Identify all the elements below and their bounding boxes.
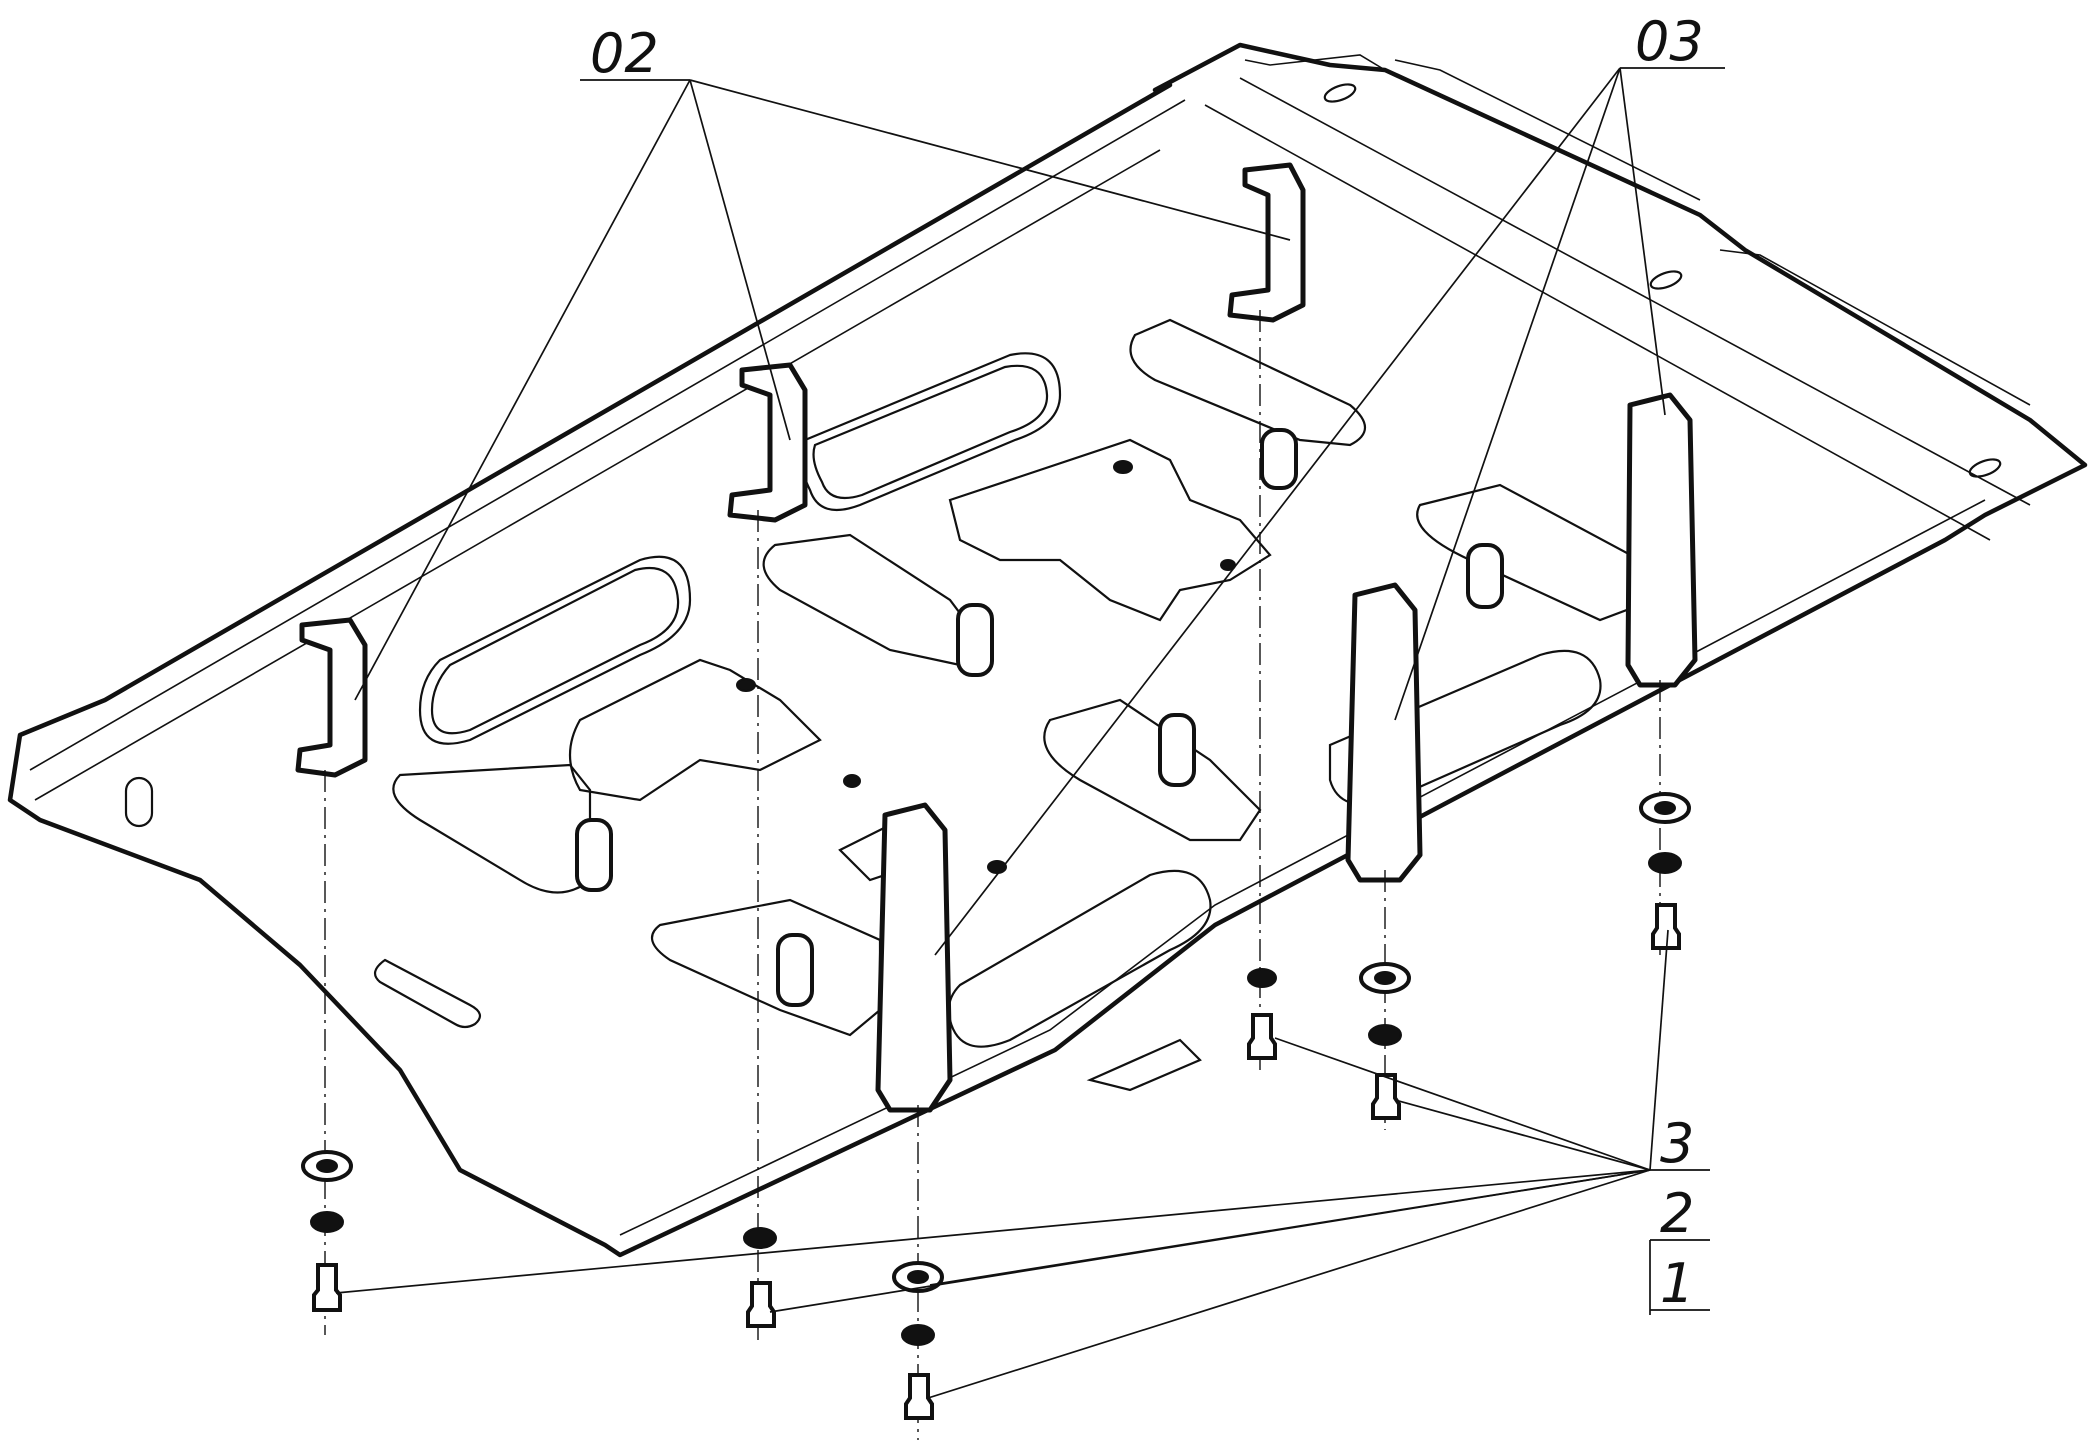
callout-02: 02 bbox=[590, 22, 659, 85]
brackets-02 bbox=[295, 162, 1306, 778]
leader-lines-02 bbox=[354, 79, 1291, 701]
relief-slots bbox=[392, 318, 1642, 1092]
brackets-03 bbox=[875, 392, 1698, 1113]
flange-holes bbox=[124, 83, 2002, 1029]
callout-03: 03 bbox=[1635, 10, 1704, 73]
callout-item-2: 2 bbox=[1660, 1182, 1694, 1245]
axis-lines bbox=[324, 310, 1661, 1440]
pegs bbox=[575, 428, 1504, 1007]
fasteners bbox=[301, 792, 1691, 1420]
leader-lines-123 bbox=[335, 929, 1710, 1399]
callout-item-3: 3 bbox=[1660, 1112, 1694, 1175]
callout-item-1: 1 bbox=[1660, 1252, 1694, 1315]
leader-lines-03 bbox=[934, 67, 1725, 956]
skid-plate bbox=[7, 42, 2088, 1258]
